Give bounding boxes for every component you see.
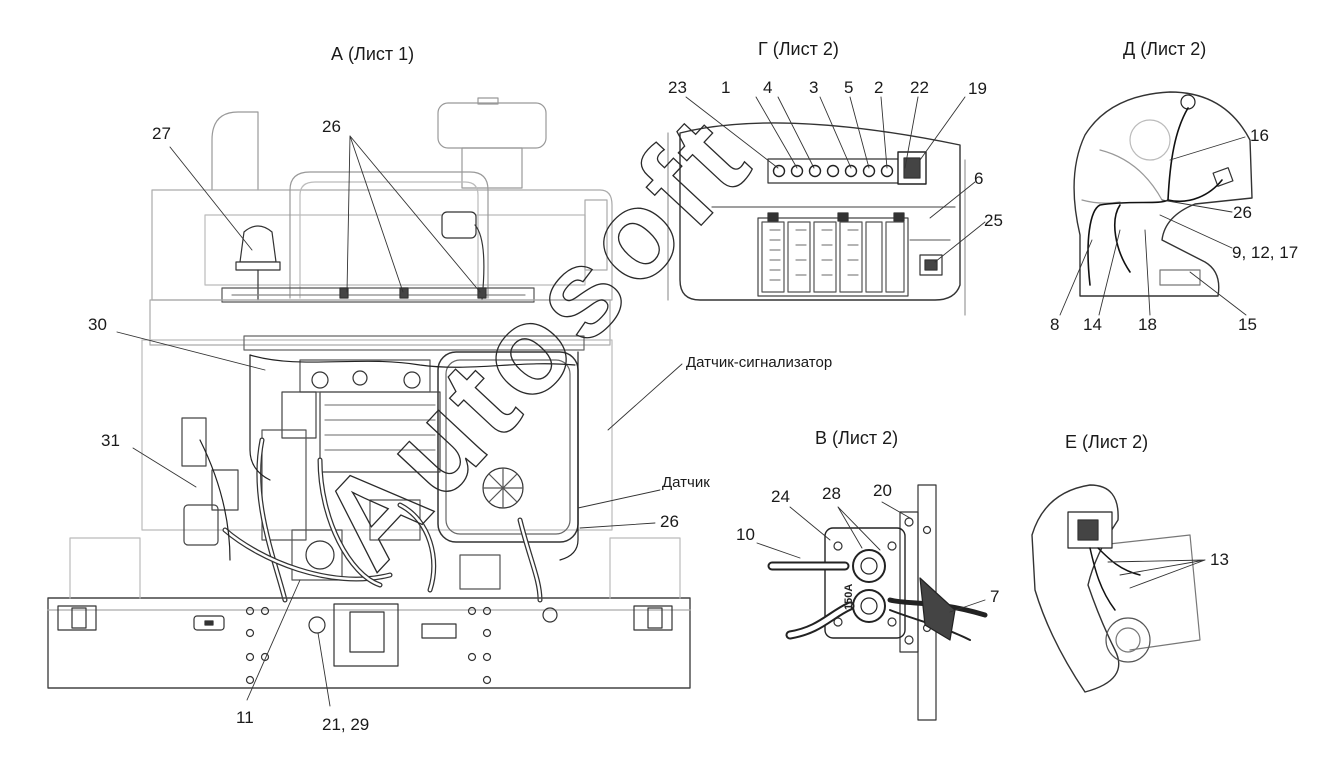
callout-18: 18 bbox=[1138, 315, 1157, 334]
callout-7: 7 bbox=[990, 587, 1000, 606]
callout-27: 27 bbox=[152, 124, 171, 143]
view-title-e: Е (Лист 2) bbox=[1065, 432, 1149, 452]
callout-16: 16 bbox=[1250, 126, 1269, 145]
callout-26: 26 bbox=[322, 117, 341, 136]
callout-30: 30 bbox=[88, 315, 107, 334]
callout-11: 11 bbox=[236, 708, 254, 727]
callout-28: 28 bbox=[822, 484, 841, 503]
view-title-g: Г (Лист 2) bbox=[758, 39, 839, 59]
view-title-d: Д (Лист 2) bbox=[1123, 39, 1207, 59]
callout-9-12-17: 9, 12, 17 bbox=[1232, 243, 1299, 262]
view-v-drawing bbox=[756, 484, 988, 721]
callout-6: 6 bbox=[974, 169, 984, 188]
callout-8: 8 bbox=[1050, 315, 1060, 334]
callout-2: 2 bbox=[874, 78, 884, 97]
view-d-drawing bbox=[1059, 91, 1253, 316]
stamp-text: 150А bbox=[843, 584, 855, 610]
callout-23: 23 bbox=[668, 78, 687, 97]
view-g-drawing bbox=[667, 96, 986, 316]
note-sensor-signal: Датчик-сигнализатор bbox=[686, 354, 833, 371]
view-title-a: А (Лист 1) bbox=[331, 44, 415, 64]
callout-26-d: 26 bbox=[1233, 203, 1252, 222]
callout-21-29: 21, 29 bbox=[322, 715, 370, 734]
view-title-v: В (Лист 2) bbox=[815, 428, 899, 448]
callout-13: 13 bbox=[1210, 550, 1229, 569]
view-e-drawing bbox=[1031, 484, 1206, 693]
callout-5: 5 bbox=[844, 78, 854, 97]
callout-10: 10 bbox=[736, 525, 755, 544]
callout-1: 1 bbox=[721, 78, 731, 97]
callout-24: 24 bbox=[771, 487, 790, 506]
note-sensor: Датчик bbox=[662, 474, 710, 491]
callout-3: 3 bbox=[809, 78, 819, 97]
callout-14: 14 bbox=[1083, 315, 1102, 334]
callout-20: 20 bbox=[873, 481, 892, 500]
callout-19: 19 bbox=[968, 79, 987, 98]
callout-26-a-right: 26 bbox=[660, 512, 679, 531]
callout-22: 22 bbox=[910, 78, 929, 97]
view-a-drawing bbox=[47, 97, 691, 707]
callout-4: 4 bbox=[763, 78, 773, 97]
callout-31: 31 bbox=[101, 431, 120, 450]
callout-25: 25 bbox=[984, 211, 1003, 230]
callout-15: 15 bbox=[1238, 315, 1257, 334]
